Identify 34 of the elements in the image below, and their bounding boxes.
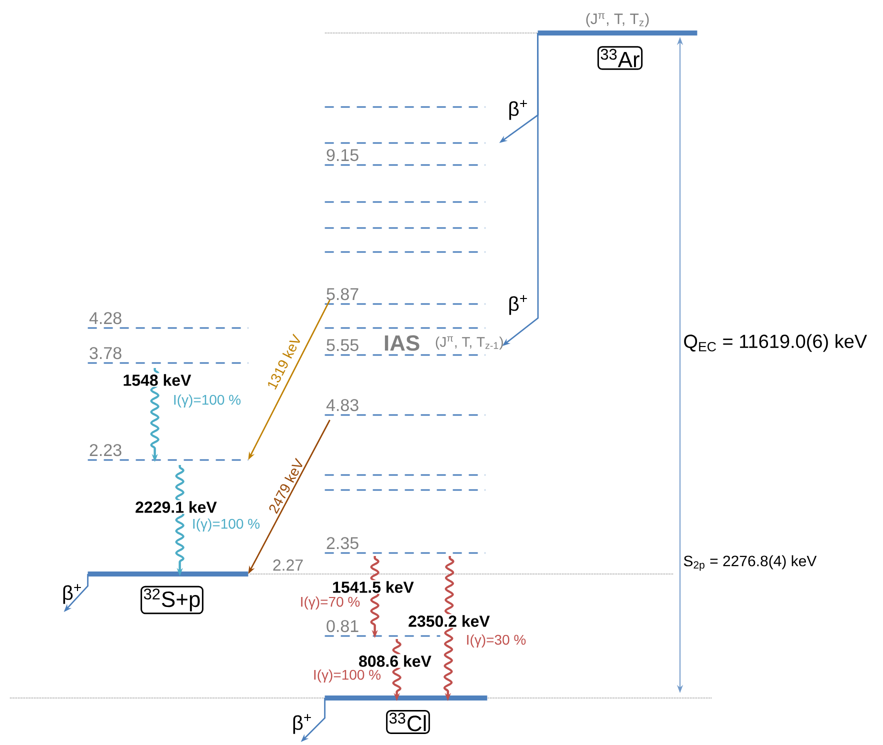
nuclide-box: $^{32}$S+p: [140, 586, 204, 614]
energy-level: 2.35: [324, 537, 486, 554]
node-label: (J$^{π}$, T, T$_{z}$): [586, 13, 649, 28]
edge-label: 2350.2 keV: [407, 614, 491, 628]
energy-level: 5.87: [324, 288, 486, 305]
energy-level: 5.55 IAS (J$^{π}$, T, T$_{z-1}$): [324, 335, 503, 356]
intensity-label: I(γ)=30 %: [467, 634, 526, 648]
energy-level: 2.23: [88, 444, 248, 461]
value-label: 2.27: [273, 559, 303, 571]
intensity-label: I(γ)=100 %: [193, 518, 260, 532]
value-label: S$_{2p}$ = 2276.8(4) keV: [684, 555, 817, 571]
intensity-label: I(γ)=100 %: [314, 669, 381, 683]
edge-label: 2229.1 keV: [134, 500, 218, 514]
edge-label: 1319 keV: [264, 332, 304, 392]
nuclide-box: $^{33}$Ar: [597, 46, 643, 70]
energy-level: 3.78: [88, 347, 248, 364]
edge-label: β$^{+}$: [509, 100, 527, 120]
edge-label: β$^{+}$: [293, 714, 311, 734]
value-label: Q$_{EC}$ = 11619.0(6) keV: [684, 334, 867, 352]
edge-label: 1541.5 keV: [331, 580, 415, 594]
energy-level: (J$^{π}$, T, T$_{z}$): [538, 13, 698, 36]
energy-level: [324, 696, 488, 700]
energy-level: [88, 572, 248, 576]
energy-level: 4.28: [88, 312, 248, 329]
edge-label: β$^{+}$: [509, 295, 527, 315]
energy-level: 9.15: [324, 149, 486, 166]
intensity-label: I(γ)=70 %: [301, 596, 360, 610]
edge-label: 2479 keV: [266, 456, 306, 516]
energy-level: 4.83: [324, 399, 486, 416]
edge-label: β$^{+}$: [63, 584, 81, 604]
nuclide-box: $^{33}$Cl: [386, 710, 430, 734]
edge-label: 808.6 keV: [358, 654, 432, 668]
intensity-label: I(γ)=100 %: [174, 394, 241, 408]
edge-label: 1548 keV: [122, 373, 192, 387]
